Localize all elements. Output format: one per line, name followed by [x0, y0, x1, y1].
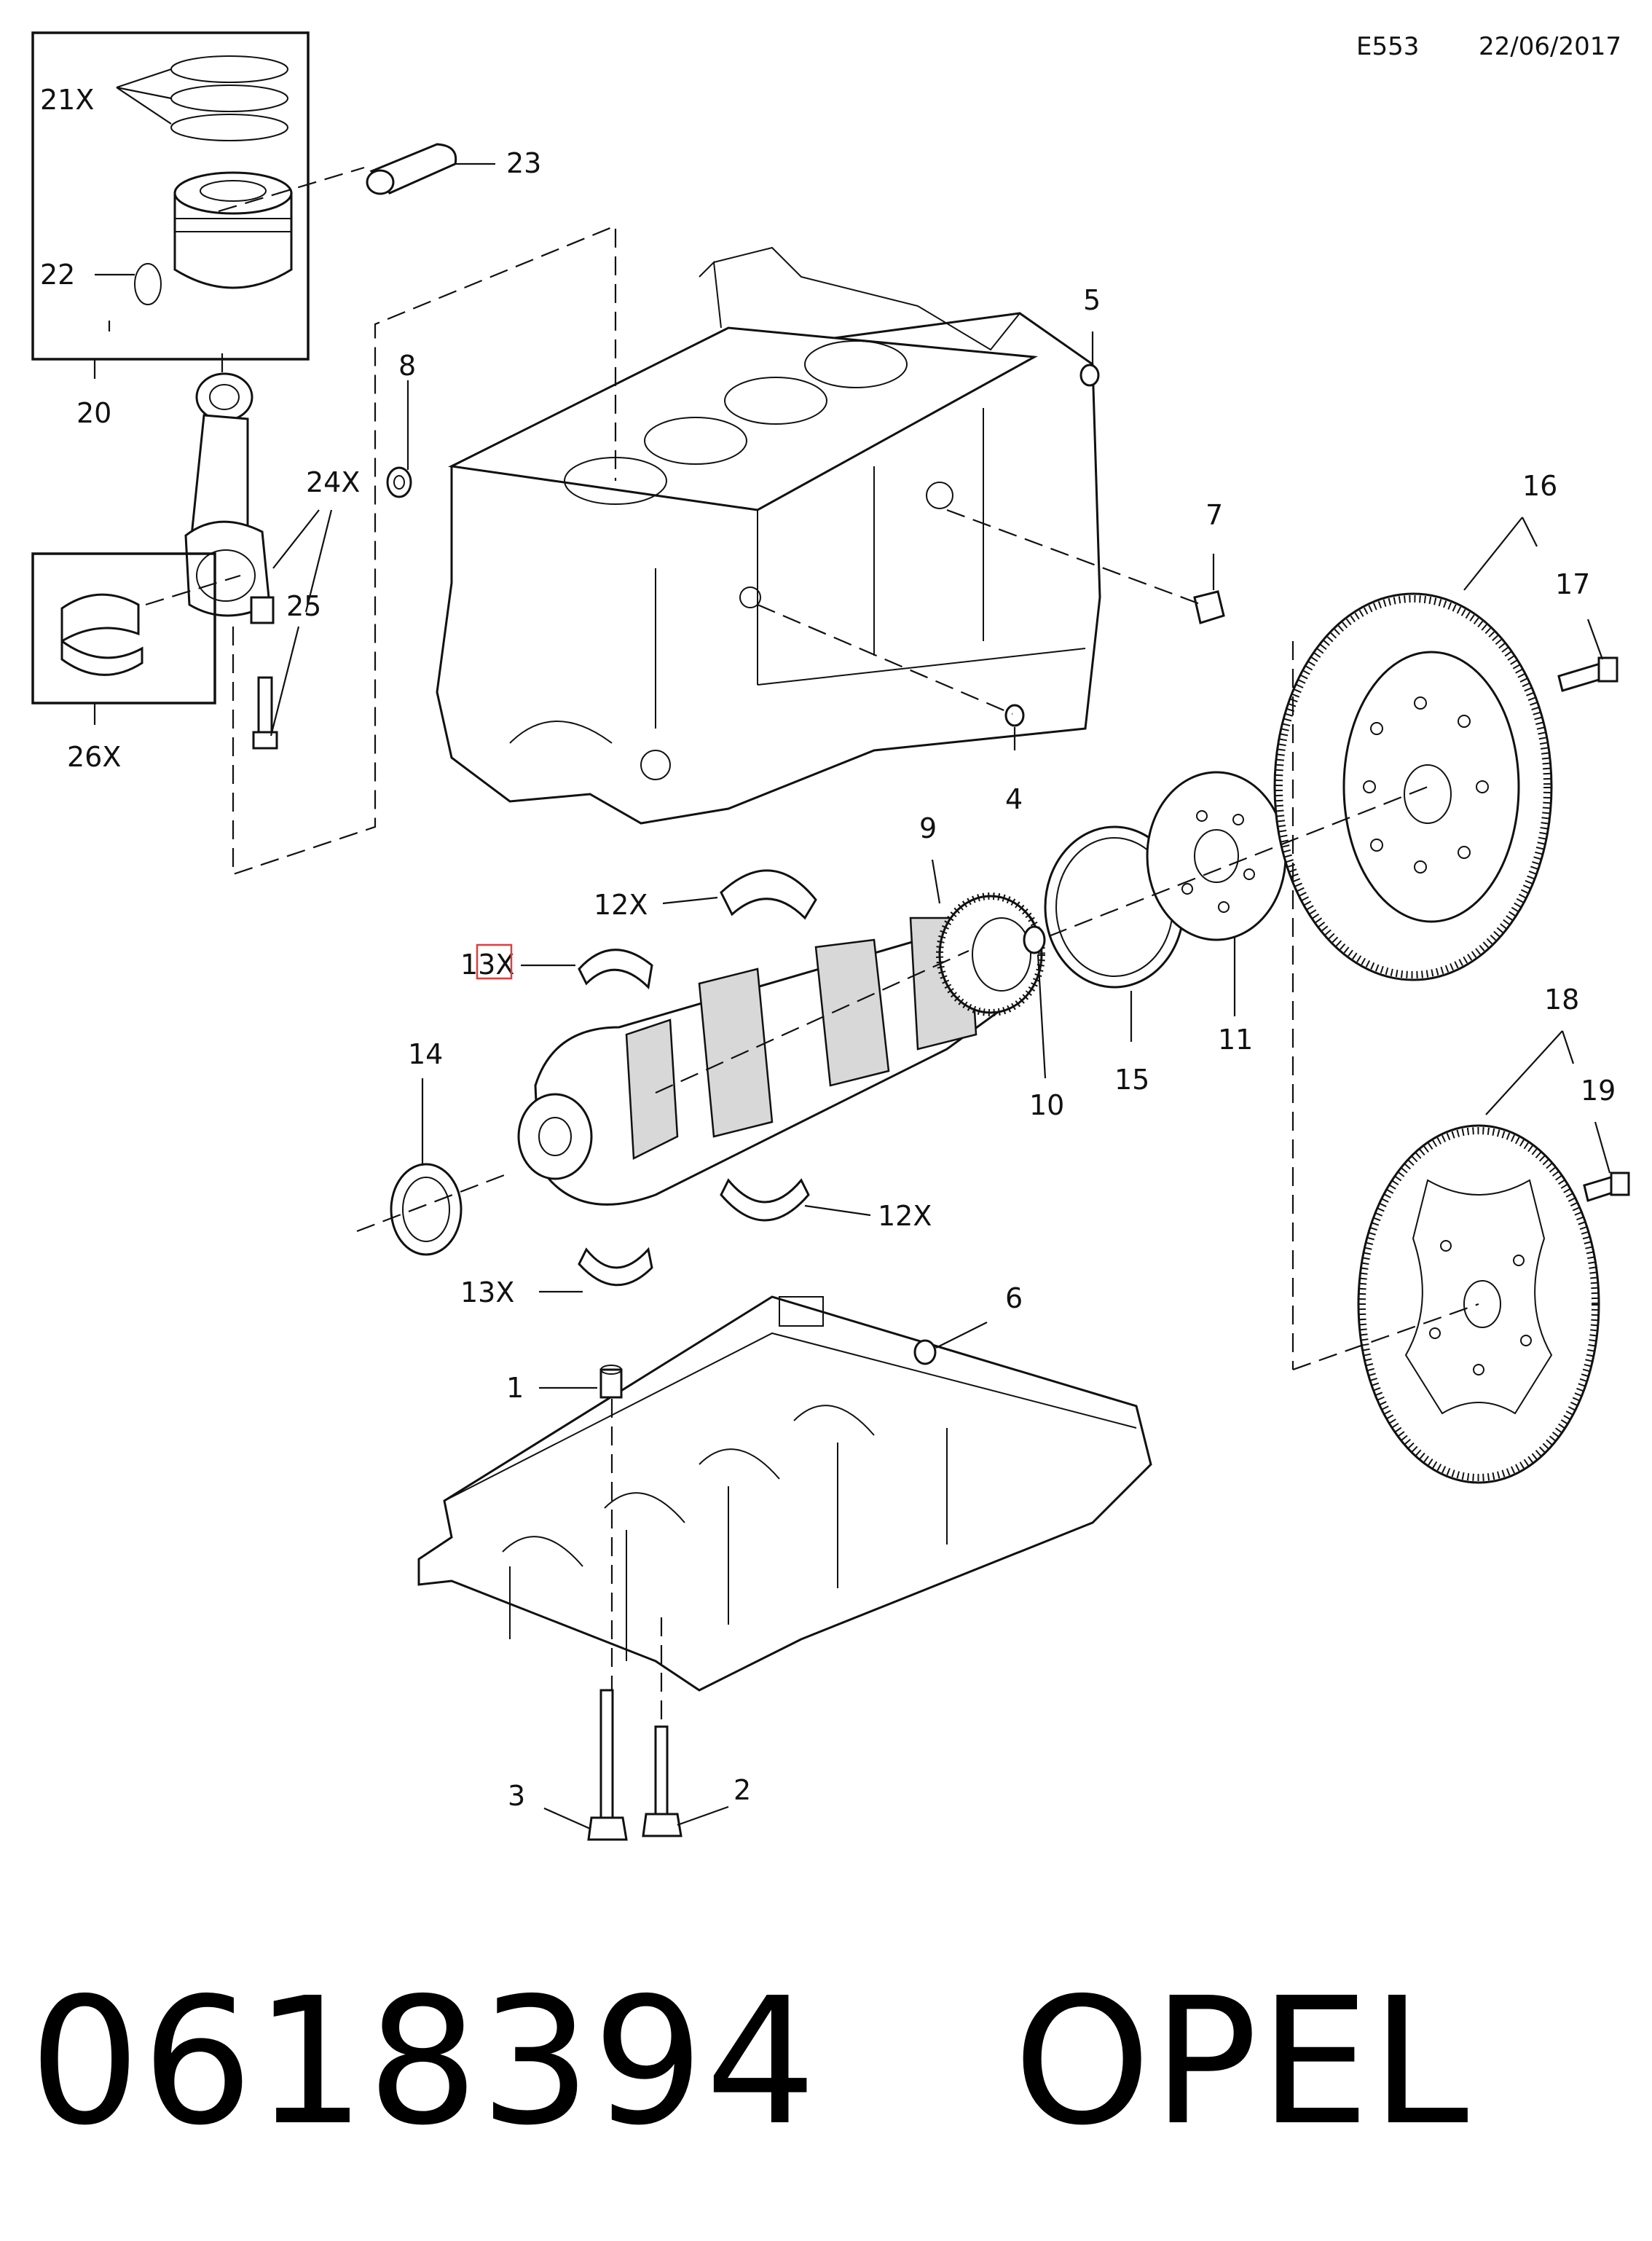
callout-7[interactable]: 7: [1205, 499, 1223, 531]
callout-12x-upper[interactable]: 12X: [594, 889, 648, 921]
plug-8[interactable]: [386, 466, 412, 498]
callout-5[interactable]: 5: [1083, 284, 1101, 316]
piston-assembly[interactable]: [31, 31, 457, 361]
bedplate-bolt-3[interactable]: [587, 1689, 628, 1841]
callout-22[interactable]: 22: [40, 259, 75, 291]
plug-6[interactable]: [913, 1339, 937, 1365]
thrust-bearing-13a[interactable]: [578, 949, 653, 990]
callout-26x[interactable]: 26X: [67, 741, 121, 773]
plug-7[interactable]: [1193, 590, 1225, 624]
callout-13x-upper[interactable]: 13X: [460, 949, 514, 981]
callout-13x-highlight: [476, 943, 513, 980]
leader-lines: [93, 68, 1611, 1830]
callout-6[interactable]: 6: [1005, 1282, 1023, 1314]
engine-block[interactable]: [436, 246, 1101, 825]
callout-14[interactable]: 14: [408, 1038, 443, 1070]
thrust-bearing-13b[interactable]: [578, 1247, 653, 1287]
connecting-rod[interactable]: [184, 372, 278, 750]
callout-18[interactable]: 18: [1544, 984, 1579, 1016]
callout-21x[interactable]: 21X: [40, 84, 94, 116]
callout-10[interactable]: 10: [1029, 1089, 1064, 1121]
callout-3[interactable]: 3: [508, 1780, 525, 1812]
callout-13x-lower[interactable]: 13X: [460, 1276, 514, 1308]
footer: 0618394 OPEL: [29, 1952, 1632, 2171]
callout-12x-lower[interactable]: 12X: [878, 1200, 932, 1232]
callout-1[interactable]: 1: [506, 1372, 524, 1404]
callout-2[interactable]: 2: [733, 1774, 751, 1806]
main-bearing-upper-12a[interactable]: [720, 869, 817, 920]
diagram-date: 22/06/2017: [1479, 32, 1621, 61]
diagram-code: E553: [1356, 32, 1419, 61]
main-bearing-lower-12b[interactable]: [720, 1178, 810, 1222]
callout-9[interactable]: 9: [919, 812, 937, 844]
callout-15[interactable]: 15: [1114, 1064, 1149, 1096]
callout-8[interactable]: 8: [398, 350, 416, 382]
bedplate-bolt-2[interactable]: [642, 1725, 683, 1837]
callout-11[interactable]: 11: [1218, 1024, 1253, 1056]
reluctor-plate[interactable]: [1146, 771, 1287, 941]
crankshaft[interactable]: [517, 892, 1045, 1206]
front-oil-seal[interactable]: [390, 1163, 463, 1256]
callout-20[interactable]: 20: [76, 397, 111, 429]
callout-19[interactable]: 19: [1581, 1075, 1616, 1107]
callout-23[interactable]: 23: [506, 147, 541, 179]
conrod-bearing-kit[interactable]: [31, 552, 216, 705]
callout-17[interactable]: 17: [1555, 568, 1590, 600]
callout-16[interactable]: 16: [1522, 470, 1557, 502]
assembly-lines: [108, 166, 1479, 1727]
callout-25[interactable]: 25: [286, 590, 321, 622]
dowel-1[interactable]: [599, 1365, 623, 1399]
brand-name: OPEL: [1013, 1960, 1471, 2164]
flexplate-bolt-19[interactable]: [1583, 1171, 1630, 1202]
bedplate[interactable]: [417, 1295, 1152, 1692]
callout-4[interactable]: 4: [1005, 783, 1023, 815]
callout-labels: 21X 23 22 20 8 5 24X 7 25 26X 4 16 17 9 …: [40, 84, 1616, 1812]
piston-pin[interactable]: [366, 143, 457, 195]
callout-24x[interactable]: 24X: [306, 466, 360, 498]
dual-mass-flywheel[interactable]: [1273, 592, 1553, 981]
plug-4[interactable]: [1004, 704, 1025, 727]
flywheel-bolt-17[interactable]: [1557, 656, 1618, 692]
plug-5[interactable]: [1079, 364, 1100, 387]
pilot-bush[interactable]: [1023, 925, 1046, 954]
part-number: 0618394: [29, 1960, 818, 2164]
